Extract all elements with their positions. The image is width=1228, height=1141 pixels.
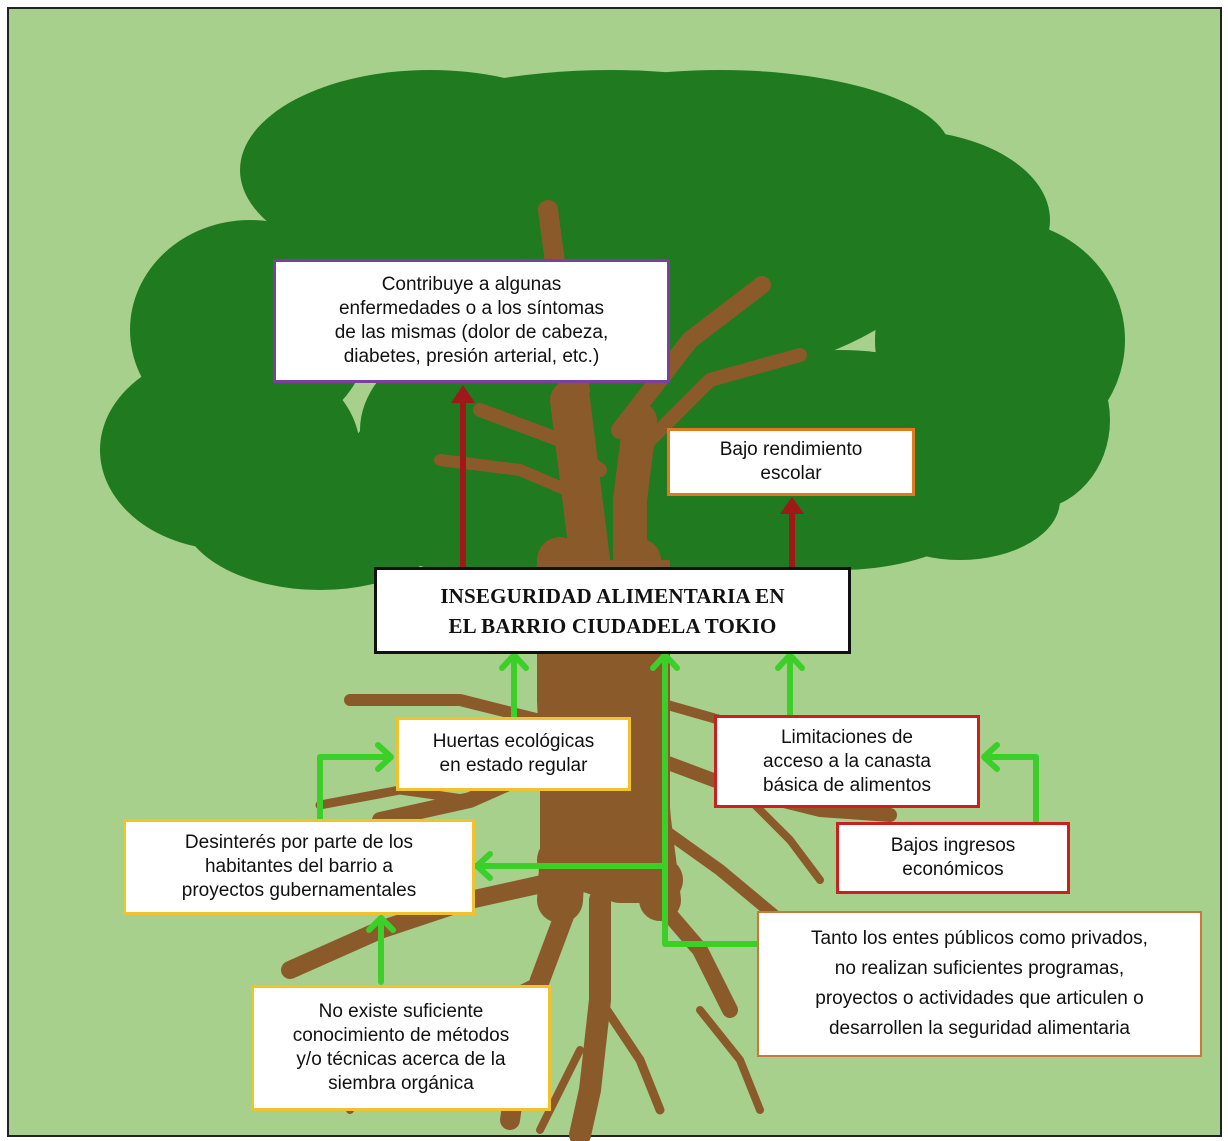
arrow-to-diseases-head: [451, 385, 475, 403]
cause-gardens-box: Huertas ecológicas en estado regular: [396, 717, 631, 791]
cause-knowledge-box: No existe suficiente conocimiento de mét…: [251, 985, 551, 1111]
cause-income-box: Bajos ingresos económicos: [836, 822, 1070, 894]
arrow-programs-to-central: [662, 652, 763, 947]
cause-programs-box: Tanto los entes públicos como privados, …: [757, 911, 1202, 1057]
arrow-disinterest-to-gardens: [317, 754, 393, 821]
arrow-income-to-limits: [982, 754, 1039, 825]
arrow-to-school-head: [780, 497, 804, 514]
effect-arrows: [451, 385, 804, 568]
effect-diseases-box: Contribuye a algunas enfermedades o a lo…: [273, 259, 670, 383]
central-problem-box: INSEGURIDAD ALIMENTARIA EN EL BARRIO CIU…: [374, 567, 851, 654]
cause-disinterest-box: Desinterés por parte de los habitantes d…: [123, 819, 475, 915]
cause-limits-box: Limitaciones de acceso a la canasta bási…: [714, 715, 980, 808]
cause-arrows: [317, 652, 1039, 985]
effect-school-box: Bajo rendimiento escolar: [667, 428, 915, 496]
